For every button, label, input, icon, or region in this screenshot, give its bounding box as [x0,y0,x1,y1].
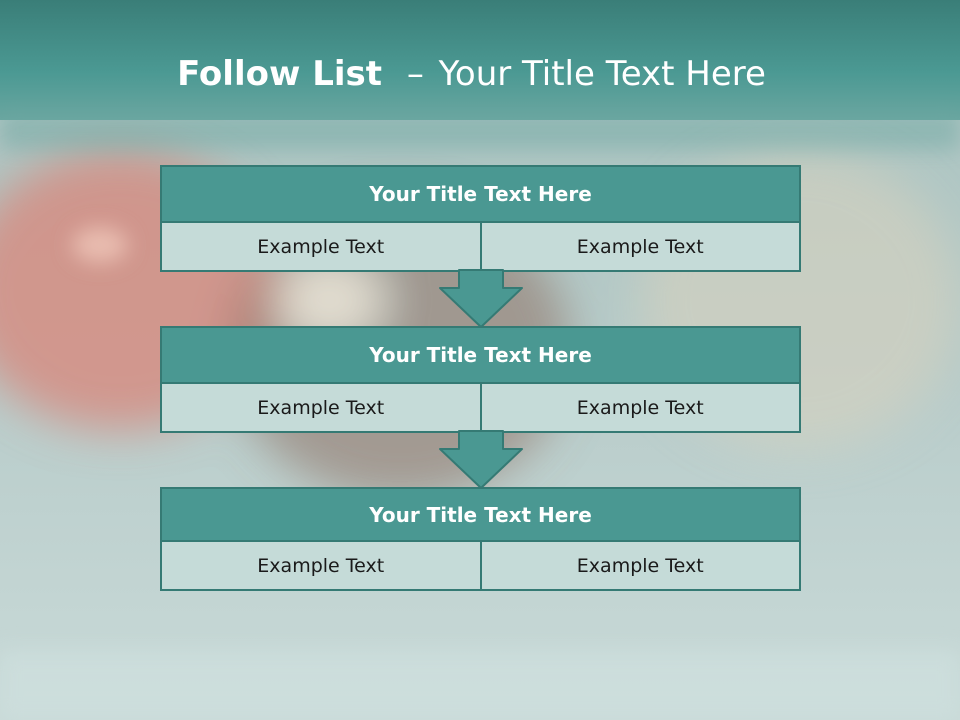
page-title: Follow List – Your Title Text Here [0,54,943,94]
step-row-2: Example Text Example Text [160,384,801,433]
step-2-left-cell: Example Text [257,396,385,419]
step-block-3: Your Title Text Here Example Text Exampl… [160,487,801,591]
step-3-right-cell: Example Text [479,542,800,589]
step-2-right-cell: Example Text [479,384,800,431]
page-title-bold: Follow List [177,54,383,94]
step-block-1: Your Title Text Here Example Text Exampl… [160,165,801,272]
down-arrow-icon [439,430,523,489]
step-row-1: Example Text Example Text [160,223,801,272]
step-1-right-cell: Example Text [479,223,800,270]
page-title-dash: – [406,54,424,94]
step-title-3: Your Title Text Here [160,487,801,542]
step-block-2: Your Title Text Here Example Text Exampl… [160,326,801,433]
step-title-2: Your Title Text Here [160,326,801,384]
step-row-3: Example Text Example Text [160,542,801,591]
down-arrow-icon [439,269,523,328]
page-title-rest: Your Title Text Here [438,54,766,94]
step-title-1: Your Title Text Here [160,165,801,223]
step-3-left-cell: Example Text [257,554,385,577]
step-1-left-cell: Example Text [257,235,385,258]
